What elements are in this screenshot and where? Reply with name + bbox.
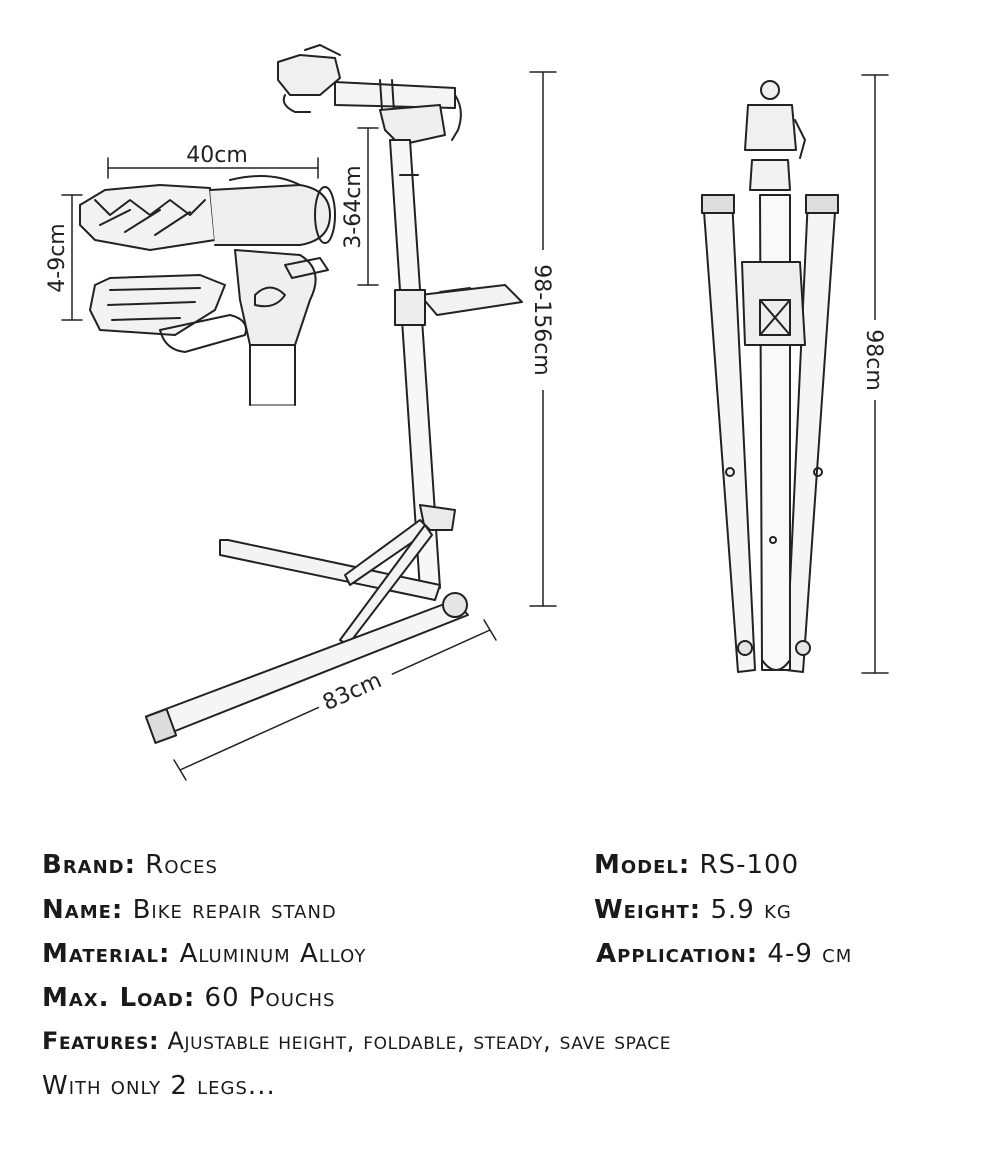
- stand-height-label: 98-156cm: [529, 264, 554, 375]
- spec-weight-value: 5.9 kg: [710, 895, 792, 925]
- spec-model-label: Model:: [594, 850, 691, 880]
- spec-brand: Brand: Roces: [42, 850, 218, 880]
- folded-height-dimension: 98cm: [860, 74, 890, 674]
- spec-name-label: Name:: [42, 895, 124, 925]
- spec-max-load-value: 60 Pouchs: [204, 983, 336, 1013]
- spec-note-text: With only 2 legs...: [42, 1071, 276, 1101]
- spec-name: Name: Bike repair stand: [42, 895, 337, 925]
- jaw-opening-label: 4-9cm: [45, 223, 70, 292]
- spec-weight-label: Weight:: [594, 895, 702, 925]
- folded-stand-illustration: [701, 80, 839, 673]
- clamp-drop-label: 3-64cm: [341, 165, 366, 248]
- leg-length-label: 83cm: [319, 668, 385, 716]
- clamp-drop-dimension: 3-64cm: [336, 127, 379, 286]
- spec-features-label: Features:: [42, 1027, 160, 1055]
- spec-application-value: 4-9 cm: [767, 939, 853, 969]
- spec-model-value: RS-100: [699, 850, 800, 880]
- spec-brand-value: Roces: [145, 850, 218, 880]
- spec-max-load-label: Max. Load:: [42, 983, 196, 1013]
- spec-material-value: Aluminum Alloy: [179, 939, 367, 969]
- spec-features: Features: Ajustable height, foldable, st…: [42, 1027, 671, 1055]
- spec-application: Application: 4-9 cm: [596, 939, 852, 969]
- folded-height-label: 98cm: [861, 329, 886, 391]
- spec-name-value: Bike repair stand: [132, 895, 337, 925]
- jaw-width-dimension: 40cm: [107, 143, 319, 179]
- spec-material: Material: Aluminum Alloy: [42, 939, 366, 969]
- jaw-opening-dimension: 4-9cm: [45, 194, 83, 321]
- spec-brand-label: Brand:: [42, 850, 137, 880]
- spec-weight: Weight: 5.9 kg: [594, 895, 792, 925]
- spec-features-value: Ajustable height, foldable, steady, save…: [167, 1027, 672, 1055]
- product-line-drawing: 40cm 4-9cm: [45, 44, 890, 781]
- spec-model: Model: RS-100: [594, 850, 799, 880]
- repair-stand-illustration: [144, 44, 523, 744]
- spec-application-label: Application:: [596, 939, 759, 969]
- jaw-width-label: 40cm: [186, 143, 248, 168]
- stand-height-dimension: 98-156cm: [528, 71, 558, 607]
- spec-material-label: Material:: [42, 939, 171, 969]
- spec-note: With only 2 legs...: [42, 1071, 276, 1101]
- clamp-closeup-illustration: [79, 175, 336, 406]
- spec-max-load: Max. Load: 60 Pouchs: [42, 983, 335, 1013]
